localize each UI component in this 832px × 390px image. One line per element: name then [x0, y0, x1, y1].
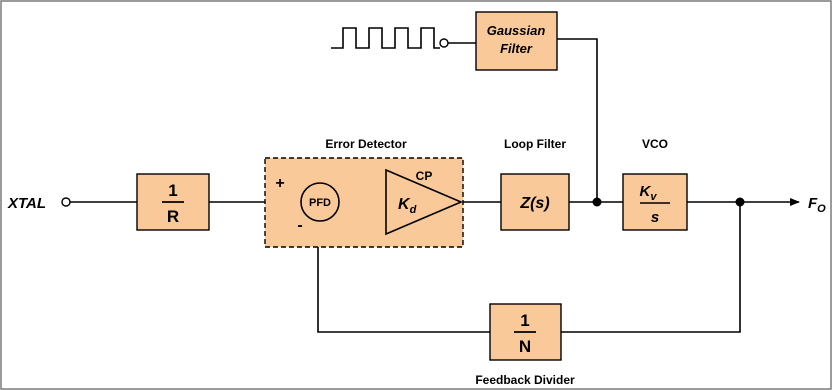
svg-text:Kv: Kv: [640, 183, 658, 203]
input-terminal: [61, 197, 71, 207]
reference-divider-block: 1 R: [136, 173, 210, 231]
svg-text:Filter: Filter: [500, 41, 533, 56]
vco-label: VCO: [642, 137, 668, 151]
signal-wires: [70, 38, 800, 333]
output-label: FO: [808, 195, 826, 215]
error-detector-label: Error Detector: [325, 137, 407, 151]
svg-text:R: R: [167, 207, 179, 226]
svg-text:Gaussian: Gaussian: [487, 23, 546, 38]
plus-sign: +: [275, 175, 284, 192]
svg-text:s: s: [651, 209, 659, 226]
vco-block: Kv s: [622, 173, 688, 231]
charge-pump-amplifier: Kd: [385, 168, 464, 236]
junction-dot-output: [735, 197, 745, 207]
cp-label: CP: [416, 169, 433, 183]
loop-filter-label: Loop Filter: [504, 137, 566, 151]
svg-text:Z(s): Z(s): [519, 195, 549, 212]
pfd-node: PFD: [300, 182, 340, 222]
minus-sign: -: [297, 217, 302, 234]
svg-text:1: 1: [520, 311, 529, 330]
gaussian-filter-block: Gaussian Filter: [475, 11, 558, 71]
svg-text:Kd: Kd: [398, 196, 417, 216]
loop-filter-block: Z(s): [500, 173, 570, 231]
svg-text:PFD: PFD: [309, 197, 331, 209]
junction-dot-loop: [592, 197, 602, 207]
feedback-divider-label: Feedback Divider: [475, 373, 575, 387]
feedback-divider-block: 1 N: [489, 303, 562, 361]
svg-text:N: N: [519, 337, 531, 356]
modulation-input-terminal: [439, 38, 449, 48]
input-label-xtal: XTAL: [7, 195, 46, 212]
svg-text:1: 1: [168, 181, 177, 200]
square-wave-icon: [331, 27, 440, 49]
